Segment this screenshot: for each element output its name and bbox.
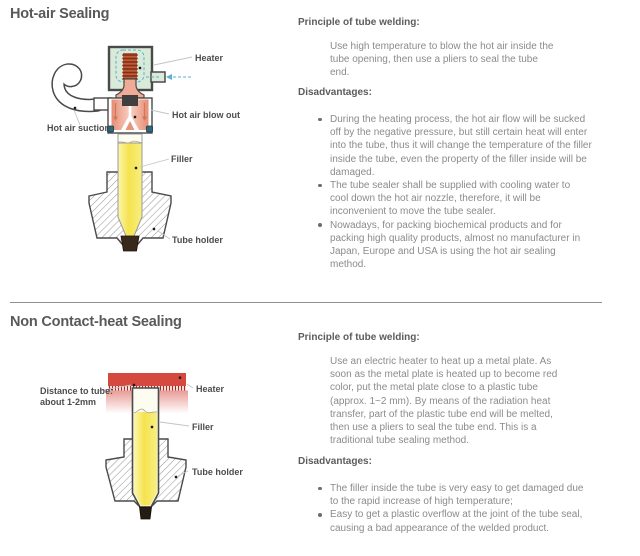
heater-coil bbox=[122, 53, 138, 80]
list-item: The tube sealer shall be supplied with c… bbox=[318, 179, 592, 219]
marker-dots bbox=[132, 376, 182, 479]
list-item: Nowadays, for packing biochemical produc… bbox=[318, 219, 592, 272]
principle-text-2: Use an electric heater to heat up a meta… bbox=[330, 356, 558, 447]
o-ring-left bbox=[107, 125, 114, 133]
leader-lines bbox=[73, 56, 193, 240]
principle-text-1: Use high temperature to blow the hot air… bbox=[330, 41, 554, 79]
marker-dots bbox=[73, 66, 156, 231]
section-heading-non-contact: Non Contact-heat Sealing bbox=[10, 314, 182, 330]
leader-lines bbox=[98, 383, 194, 477]
filler-label: Filler bbox=[192, 422, 214, 432]
filler-label: Filler bbox=[171, 154, 193, 164]
section-heading-hot-air: Hot-air Sealing bbox=[10, 6, 110, 22]
non-contact-heat-sealing-diagram: Distance to tube: about 1-2mm Heater Fil… bbox=[40, 373, 243, 520]
hot-air-suction-label: Hot air suction bbox=[47, 123, 110, 133]
tube-holder-label: Tube holder bbox=[192, 467, 243, 477]
hot-air-arrows bbox=[114, 103, 146, 117]
list-item: Easy to get a plastic overflow at the jo… bbox=[318, 508, 583, 534]
hot-air-suction-tube bbox=[51, 63, 112, 113]
principle-heading-1: Principle of tube welding: bbox=[298, 17, 420, 28]
distance-label-line1: Distance to tube: bbox=[40, 386, 113, 396]
tube-tip-cap bbox=[120, 235, 140, 252]
list-item: During the heating process, the hot air … bbox=[318, 113, 592, 179]
heater-label: Heater bbox=[196, 384, 225, 394]
disadvantages-heading-2: Disadvantages: bbox=[298, 456, 372, 467]
heater-label: Heater bbox=[195, 53, 224, 63]
list-item: The filler inside the tube is very easy … bbox=[318, 482, 583, 508]
tube-holder-label: Tube holder bbox=[172, 235, 223, 245]
airflow-arrowhead bbox=[166, 74, 172, 80]
section-divider bbox=[10, 302, 602, 303]
nozzle-body bbox=[107, 95, 153, 134]
disadvantages-list-2: The filler inside the tube is very easy … bbox=[318, 482, 583, 535]
disadvantages-heading-1: Disadvantages: bbox=[298, 87, 372, 98]
hot-air-blow-out-label: Hot air blow out bbox=[172, 110, 240, 120]
tube-tip-cap bbox=[139, 506, 152, 520]
nozzle-core bbox=[122, 95, 138, 106]
tube-with-filler bbox=[117, 133, 143, 237]
tube-with-filler bbox=[131, 387, 160, 508]
hot-air-sealing-diagram: Heater Hot air blow out Hot air suction … bbox=[47, 45, 240, 252]
disadvantages-list-1: During the heating process, the hot air … bbox=[318, 113, 592, 271]
o-ring-right bbox=[146, 125, 153, 133]
distance-label-line2: about 1-2mm bbox=[40, 397, 96, 407]
principle-heading-2: Principle of tube welding: bbox=[298, 332, 420, 343]
